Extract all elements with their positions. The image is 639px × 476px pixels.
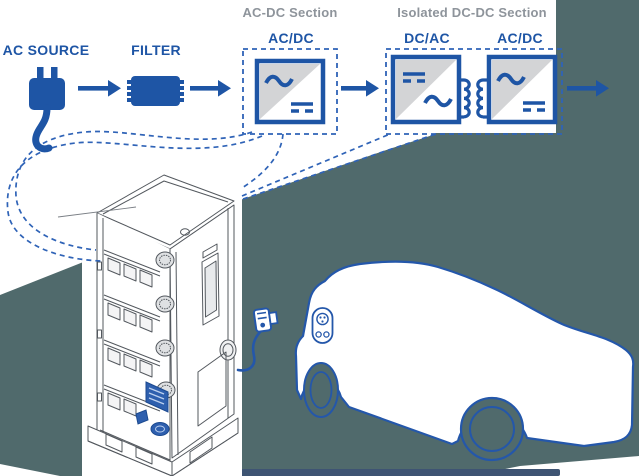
dc-ac-converter-icon <box>390 54 462 125</box>
highlighted-connectors <box>135 381 170 436</box>
ccs-charge-port-icon <box>311 307 334 344</box>
ev-car-silhouette <box>294 260 635 462</box>
flow-arrow-icon <box>567 80 609 97</box>
ac-dc-converter-icon <box>486 54 558 125</box>
rear-wheel-icon <box>459 396 525 462</box>
front-wheel-icon <box>303 362 339 418</box>
ac-dc-converter-icon <box>254 58 326 125</box>
ac-plug-icon <box>29 67 65 153</box>
connector-knobs <box>155 251 176 399</box>
flow-arrow-icon <box>190 80 231 97</box>
charging-cable <box>236 330 262 372</box>
flow-arrow-icon <box>341 80 379 97</box>
plug-cable <box>32 104 53 153</box>
ac-dc-block-label: AC/DC <box>268 30 314 46</box>
ac-dc-section-title: AC-DC Section <box>242 5 338 20</box>
ac-source-label: AC SOURCE <box>2 42 90 58</box>
ac-dc-section-box <box>242 48 338 135</box>
ac-dc2-block-label: AC/DC <box>497 30 543 46</box>
isolated-section-box <box>385 48 563 135</box>
dc-ac-block-label: DC/AC <box>404 30 450 46</box>
isolated-section-title: Isolated DC-DC Section <box>397 5 547 20</box>
callout-dashed-lines <box>6 130 437 262</box>
filter-label: FILTER <box>131 42 181 58</box>
power-cabinet-illustration <box>57 153 242 476</box>
filter-chip-icon <box>127 76 184 106</box>
charging-connector-icon <box>236 307 279 372</box>
leader-line <box>57 206 137 218</box>
module-rows <box>103 249 161 417</box>
car-ground-shadow <box>233 469 560 476</box>
transformer-coils-icon <box>459 78 488 119</box>
flow-arrows <box>78 80 609 97</box>
flow-arrow-icon <box>78 80 121 97</box>
